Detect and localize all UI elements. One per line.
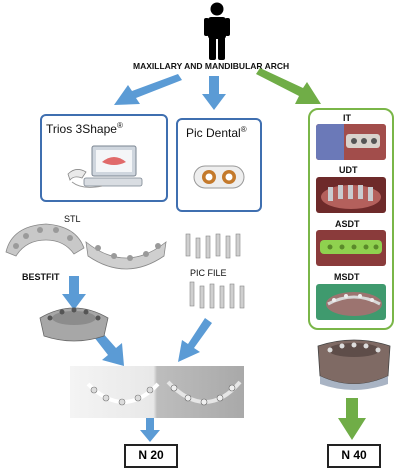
pic-dental-box: Pic Dental® <box>176 118 262 212</box>
technique-label-asdt: ASDT <box>335 219 360 229</box>
stl-scan-models <box>5 223 167 270</box>
result-box-n40: N 40 <box>327 444 381 468</box>
trios-title: Trios 3Shape® <box>46 121 123 136</box>
technique-label-udt: UDT <box>339 165 358 175</box>
technique-photo-asdt <box>316 230 386 266</box>
bestfit-model <box>39 307 109 342</box>
intraoral-scanner-icon <box>67 145 143 188</box>
technique-label-it: IT <box>343 113 351 123</box>
person-icon <box>204 2 230 60</box>
arrow-to-trios <box>114 74 182 105</box>
pic-camera-icon <box>193 165 245 189</box>
arrow-model-to-scan <box>94 331 124 366</box>
technique-photo-udt <box>316 177 386 213</box>
stl-label: STL <box>64 214 81 224</box>
result-box-n20: N 20 <box>124 444 178 468</box>
technique-photo-msdt <box>316 284 386 320</box>
superimposed-scan-image <box>70 366 244 418</box>
technique-label-msdt: MSDT <box>334 272 360 282</box>
arrow-stl-to-model <box>62 276 86 310</box>
top-label: MAXILLARY AND MANDIBULAR ARCH <box>133 61 290 71</box>
arrow-scan-to-n20 <box>140 418 160 442</box>
stone-model <box>317 339 391 390</box>
arrow-to-clinical-panel <box>256 68 321 104</box>
arrow-model-to-n40 <box>338 398 366 440</box>
arrow-pic-to-scan <box>178 318 212 362</box>
pic-dental-title: Pic Dental® <box>186 125 247 140</box>
bestfit-label: BESTFIT <box>22 272 60 282</box>
pic-file-label: PIC FILE <box>190 268 227 278</box>
trios-3shape-box: Trios 3Shape® <box>40 114 168 202</box>
clinical-techniques-panel: IT UDT ASDT MSDT <box>308 108 394 330</box>
technique-photo-it <box>316 124 386 160</box>
pic-file-posts <box>185 233 245 309</box>
arrow-to-pic-dental <box>202 76 226 110</box>
